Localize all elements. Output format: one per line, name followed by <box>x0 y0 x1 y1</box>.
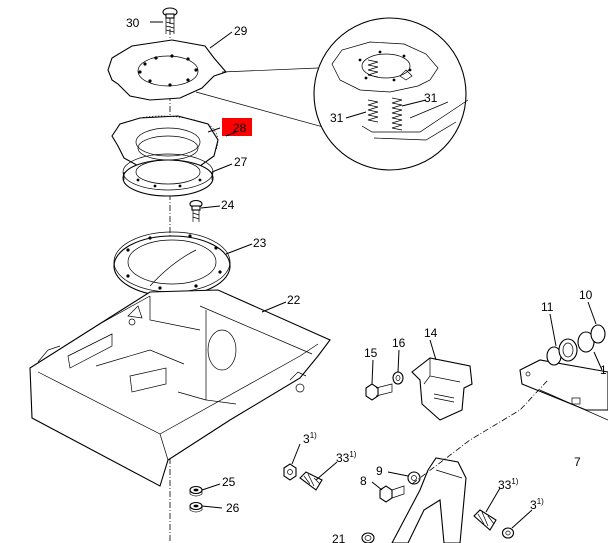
part-8-bolt[interactable] <box>379 485 405 503</box>
callout-27[interactable]: 27 <box>234 155 248 169</box>
callout-30[interactable]: 30 <box>126 16 140 30</box>
callout-31-left[interactable]: 31 <box>330 111 344 125</box>
callout-33-right[interactable]: 331) <box>498 477 519 492</box>
part-3-nut-right[interactable] <box>501 527 515 539</box>
callout-14[interactable]: 14 <box>424 326 438 340</box>
part-16-washer[interactable] <box>392 371 404 385</box>
detail-view-springs <box>195 17 469 171</box>
footnote-mark: 1) <box>511 477 518 486</box>
callout-26[interactable]: 26 <box>226 501 240 515</box>
part-22-housing[interactable] <box>29 289 331 487</box>
part-33-stud-right[interactable] <box>473 509 497 531</box>
callout-9[interactable]: 9 <box>376 464 383 478</box>
part-7-rail[interactable] <box>519 359 608 421</box>
spring-left <box>367 59 379 123</box>
part-27-bearing-ring[interactable] <box>122 153 214 197</box>
part-23-flange-ring[interactable] <box>113 231 231 297</box>
part-15-bolt[interactable] <box>365 383 393 401</box>
part-14-bracket[interactable] <box>411 357 473 421</box>
part-24-screw[interactable] <box>189 199 203 223</box>
callout-23[interactable]: 23 <box>253 236 267 250</box>
part-30-screw[interactable] <box>162 7 178 34</box>
footnote-mark: 1) <box>349 450 356 459</box>
callout-25[interactable]: 25 <box>222 475 236 489</box>
callout-29[interactable]: 29 <box>234 24 248 38</box>
callout-3-left[interactable]: 31) <box>303 431 317 446</box>
part-10-ring[interactable] <box>577 324 606 353</box>
part-25-nut[interactable] <box>189 485 203 497</box>
leader-lines <box>150 21 603 529</box>
callout-10[interactable]: 10 <box>579 288 593 302</box>
callout-31-right[interactable]: 31 <box>424 91 438 105</box>
callout-33-left[interactable]: 331) <box>336 450 357 465</box>
highlight-28-box <box>222 118 252 136</box>
part-33-stud-left[interactable] <box>299 471 323 491</box>
callout-21[interactable]: 21 <box>332 532 346 543</box>
part-29-plate[interactable] <box>107 39 227 101</box>
highlight-28-leader <box>225 131 237 137</box>
callout-11[interactable]: 11 <box>541 300 554 314</box>
spring-right <box>391 97 403 131</box>
callout-16[interactable]: 16 <box>392 336 406 350</box>
assembly-line <box>411 379 549 485</box>
callout-3-right[interactable]: 31) <box>530 497 544 512</box>
callout-22[interactable]: 22 <box>287 293 301 307</box>
callout-24[interactable]: 24 <box>221 198 235 212</box>
callout-7[interactable]: 7 <box>574 455 581 469</box>
callout-28[interactable]: 28 <box>233 121 247 135</box>
footnote-mark: 1) <box>310 431 317 440</box>
footnote-mark: 1) <box>537 497 544 506</box>
part-lever-arm[interactable] <box>391 457 467 543</box>
part-26-washer[interactable] <box>189 501 203 513</box>
callout-15[interactable]: 15 <box>364 346 378 360</box>
part-9-washer[interactable] <box>407 471 421 485</box>
part-3-nut-left[interactable] <box>283 463 297 481</box>
callout-1[interactable]: 1 <box>600 363 607 377</box>
callout-8[interactable]: 8 <box>360 474 367 488</box>
part-11-ring[interactable] <box>546 338 578 366</box>
part-21-ring[interactable] <box>361 532 375 543</box>
